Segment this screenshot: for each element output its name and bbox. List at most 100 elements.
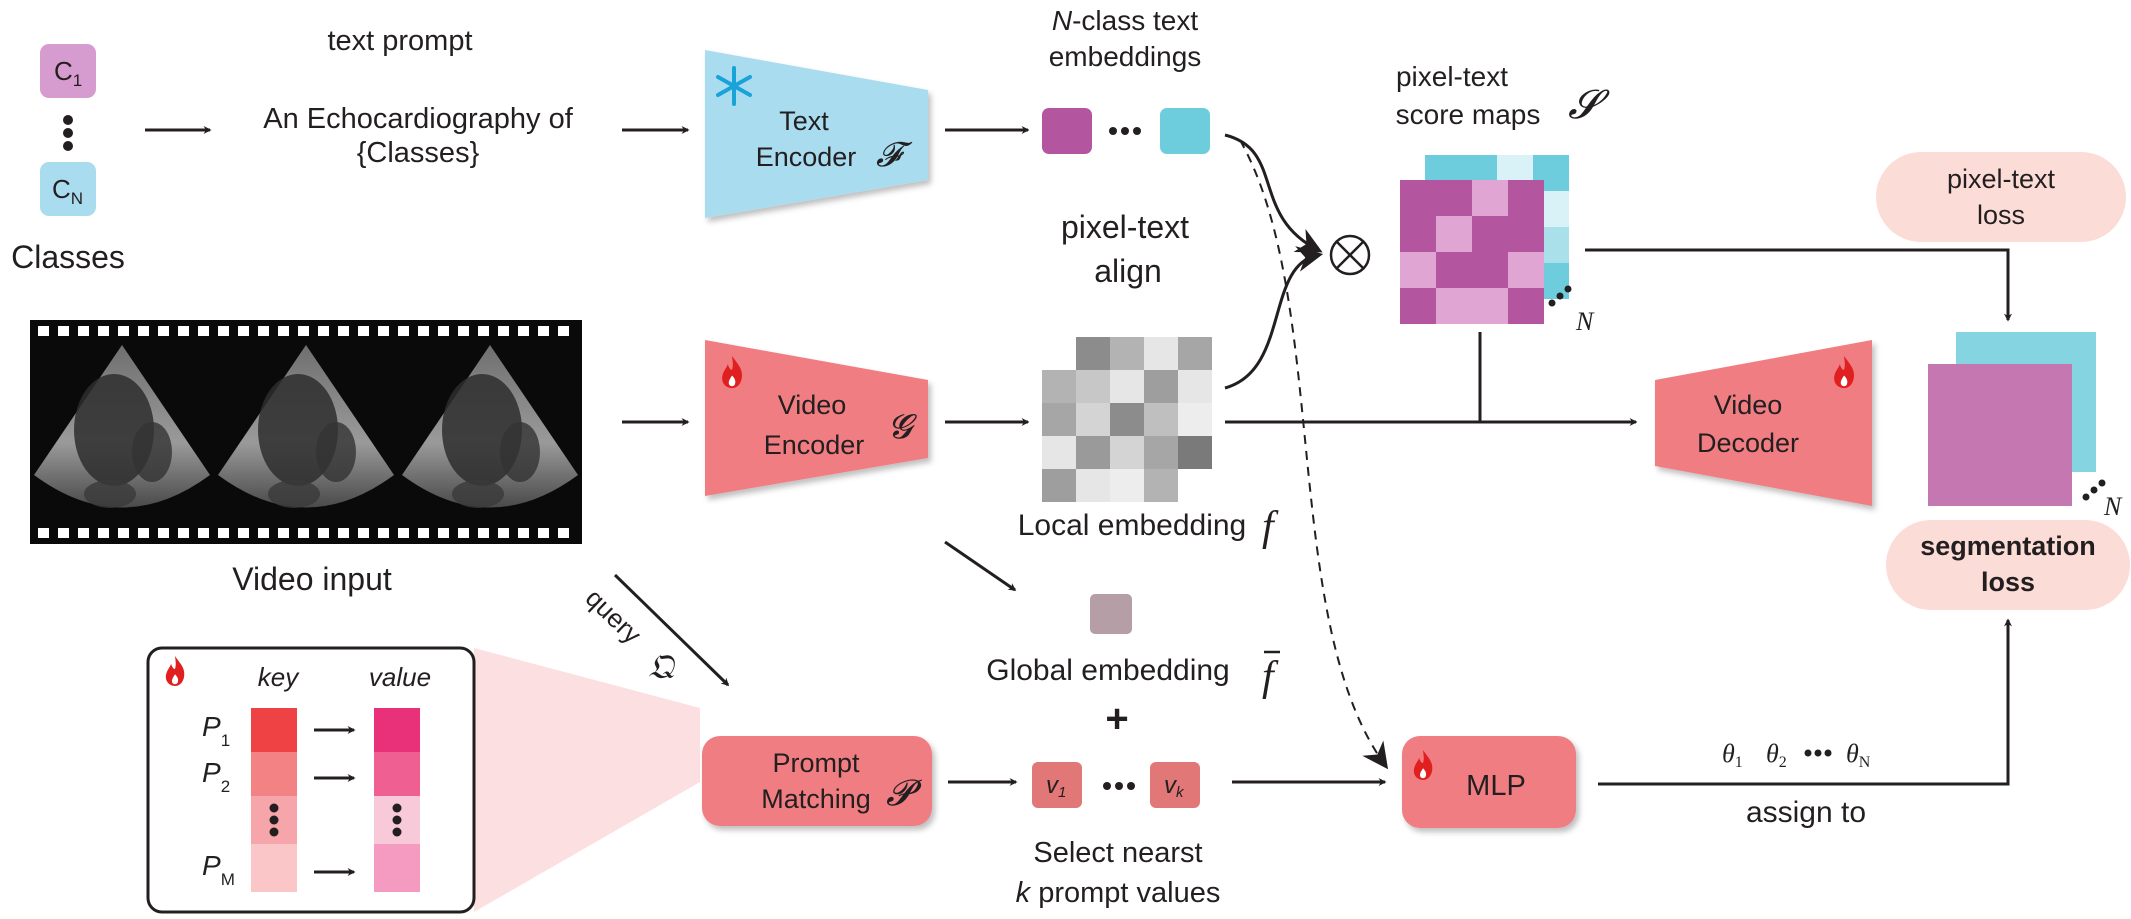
film-sprocket bbox=[418, 528, 429, 538]
local-cell bbox=[1144, 436, 1178, 469]
classes-caption: Classes bbox=[11, 239, 125, 275]
local-cell bbox=[1144, 370, 1178, 403]
score-cell bbox=[1436, 216, 1472, 252]
film-sprocket bbox=[38, 528, 49, 538]
pixel-text-loss: pixel-text loss bbox=[1876, 152, 2126, 242]
global-embedding-label: Global embedding bbox=[986, 654, 1230, 687]
plus-sign: + bbox=[1105, 697, 1128, 741]
text-embedding-ellipsis bbox=[1109, 127, 1141, 135]
film-sprocket bbox=[538, 326, 549, 336]
film-sprocket bbox=[218, 326, 229, 336]
svg-text:CN: CN bbox=[52, 174, 83, 208]
film-sprocket bbox=[198, 528, 209, 538]
text-embedding-first bbox=[1042, 108, 1092, 154]
film-sprocket bbox=[258, 326, 269, 336]
local-cell bbox=[1042, 469, 1076, 502]
class-chip-c1: C1 bbox=[40, 44, 96, 98]
local-cell bbox=[1042, 403, 1076, 436]
score-cell bbox=[1400, 216, 1436, 252]
select-caption-1: Select nearst bbox=[1033, 837, 1202, 869]
svg-text:θN: θN bbox=[1846, 739, 1871, 771]
class-ellipsis bbox=[63, 115, 73, 151]
align-label: pixel-text bbox=[1061, 209, 1189, 245]
film-sprocket bbox=[398, 528, 409, 538]
film-sprocket bbox=[558, 326, 569, 336]
film-sprocket bbox=[78, 326, 89, 336]
text-encoder-label-1: Text bbox=[779, 106, 829, 136]
film-sprocket bbox=[298, 326, 309, 336]
mlp-block: MLP bbox=[1402, 736, 1576, 828]
local-cell bbox=[1178, 337, 1212, 370]
segmentation-loss: segmentation loss bbox=[1886, 520, 2130, 610]
local-cell bbox=[1110, 337, 1144, 370]
local-cell bbox=[1110, 436, 1144, 469]
score-map-front bbox=[1400, 180, 1544, 324]
film-sprocket bbox=[458, 326, 469, 336]
film-sprocket bbox=[518, 528, 529, 538]
text-prompt-heading: text prompt bbox=[327, 25, 472, 57]
svg-text:vk: vk bbox=[1164, 772, 1185, 801]
film-sprocket bbox=[58, 528, 69, 538]
score-cell bbox=[1400, 180, 1436, 216]
pool-row-label-m: PM bbox=[202, 850, 235, 889]
local-cell bbox=[1076, 403, 1110, 436]
value-ellipsis bbox=[1103, 782, 1135, 790]
film-sprocket bbox=[498, 326, 509, 336]
arrow-mlp-to-seg-loss bbox=[1598, 618, 2012, 786]
assign-to-label: assign to bbox=[1746, 796, 1866, 829]
prompt-matching: Prompt Matching 𝓟 bbox=[702, 736, 932, 826]
film-sprocket bbox=[538, 528, 549, 538]
film-sprocket bbox=[158, 326, 169, 336]
local-cell bbox=[1178, 469, 1212, 502]
film-sprocket bbox=[198, 326, 209, 336]
local-embedding-label: Local embedding bbox=[1018, 509, 1247, 542]
video-encoder-label-1: Video bbox=[778, 390, 847, 420]
film-sprocket bbox=[158, 528, 169, 538]
score-cell bbox=[1508, 216, 1544, 252]
text-embeddings-title: N-class text bbox=[1052, 5, 1198, 36]
echo-frame bbox=[218, 345, 394, 508]
seg-loss-label-2: loss bbox=[1981, 567, 2035, 597]
film-sprocket bbox=[518, 326, 529, 336]
text-prompt-line2: {Classes} bbox=[357, 137, 480, 169]
film-sprocket bbox=[478, 326, 489, 336]
film-sprocket bbox=[178, 326, 189, 336]
svg-text:θ2: θ2 bbox=[1766, 739, 1787, 771]
film-sprocket bbox=[318, 528, 329, 538]
echo-chamber bbox=[132, 422, 172, 482]
film-sprocket bbox=[218, 528, 229, 538]
value-header: value bbox=[369, 662, 431, 692]
echo-chamber bbox=[84, 480, 136, 508]
svg-text:C1: C1 bbox=[54, 56, 82, 90]
video-decoder: Video Decoder bbox=[1655, 340, 1872, 506]
score-cell bbox=[1508, 252, 1544, 288]
film-sprocket bbox=[138, 528, 149, 538]
score-maps-title-2: score maps bbox=[1396, 99, 1541, 130]
query-label: query bbox=[580, 583, 648, 650]
tensor-product-icon bbox=[1329, 234, 1371, 276]
global-embedding-chip bbox=[1090, 594, 1132, 634]
text-encoder: Text Encoder 𝓕 bbox=[705, 50, 928, 218]
score-cell bbox=[1508, 180, 1544, 216]
film-sprocket bbox=[58, 326, 69, 336]
film-sprocket bbox=[118, 528, 129, 538]
echo-chamber bbox=[268, 480, 320, 508]
value-chip-vk: vk bbox=[1150, 762, 1200, 808]
local-cell bbox=[1110, 469, 1144, 502]
prompt-pool-zoom-wedge bbox=[474, 648, 700, 912]
text-prompt-line1: An Echocardiography of bbox=[263, 103, 573, 135]
video-decoder-label-1: Video bbox=[1714, 390, 1783, 420]
local-embedding-symbol: f bbox=[1262, 504, 1279, 550]
score-map-n-label: N bbox=[1575, 307, 1595, 336]
echo-frame bbox=[34, 345, 210, 508]
film-sprocket bbox=[318, 326, 329, 336]
video-filmstrip bbox=[30, 320, 582, 544]
film-sprocket bbox=[78, 528, 89, 538]
score-cell bbox=[1436, 180, 1472, 216]
local-cell bbox=[1144, 403, 1178, 436]
film-sprocket bbox=[338, 326, 349, 336]
local-cell bbox=[1042, 370, 1076, 403]
snowflake-icon bbox=[716, 66, 752, 106]
prompt-matching-label-1: Prompt bbox=[772, 748, 860, 778]
local-cell bbox=[1110, 403, 1144, 436]
